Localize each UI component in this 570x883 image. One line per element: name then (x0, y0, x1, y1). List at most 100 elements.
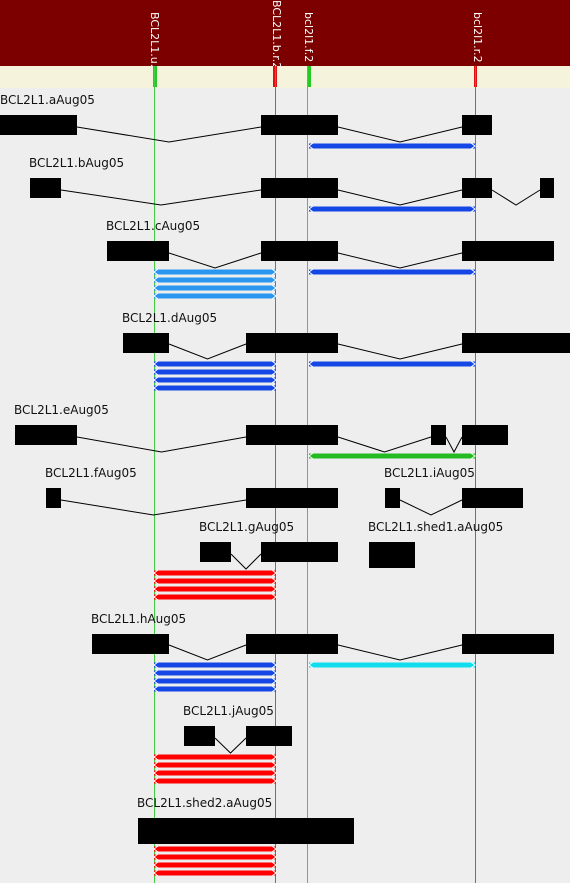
exon-e-3 (431, 425, 446, 445)
transcript-label-h[interactable]: BCL2L1.hAug05 (91, 612, 187, 626)
primer-position-ruler (0, 66, 570, 88)
amplicon-bar (154, 670, 276, 676)
amplicon-shed2-3 (153, 861, 277, 869)
exon-g-2 (261, 542, 338, 562)
intron-c-1 (168, 252, 262, 269)
exon-f-1 (46, 488, 61, 508)
amplicon-start-arrow (153, 292, 159, 300)
amplicon-c-1 (153, 268, 277, 276)
amplicon-end-arrow (271, 869, 277, 877)
transcript-label-shed1[interactable]: BCL2L1.shed1.aAug05 (368, 520, 504, 534)
amplicon-bar (154, 570, 276, 576)
exon-d-1 (123, 333, 169, 353)
amplicon-end-arrow (271, 268, 277, 276)
amplicon-bar (154, 377, 276, 383)
amplicon-bar (154, 277, 276, 283)
primer-guide-r-2 (475, 66, 476, 883)
amplicon-d-4 (153, 384, 277, 392)
amplicon-end-arrow (271, 777, 277, 785)
exon-e-1 (15, 425, 77, 445)
intron-b-1 (60, 189, 262, 206)
amplicon-start-arrow (308, 360, 314, 368)
intron-a-1 (76, 126, 262, 143)
exon-i-1 (385, 488, 400, 508)
transcript-label-b[interactable]: BCL2L1.bAug05 (29, 156, 125, 170)
amplicon-start-arrow (153, 661, 159, 669)
amplicon-end-arrow (271, 669, 277, 677)
amplicon-bar (154, 586, 276, 592)
amplicon-bar (154, 846, 276, 852)
transcript-label-shed2[interactable]: BCL2L1.shed2.aAug05 (137, 796, 273, 810)
amplicon-start-arrow (153, 284, 159, 292)
amplicon-end-arrow (271, 753, 277, 761)
amplicon-c-3 (153, 284, 277, 292)
amplicon-bar (154, 686, 276, 692)
primer-guide-f-2 (307, 66, 308, 883)
intron-h-1 (168, 644, 247, 661)
amplicon-g-3 (153, 585, 277, 593)
amplicon-start-arrow (308, 661, 314, 669)
amplicon-bar (154, 762, 276, 768)
transcript-label-c[interactable]: BCL2L1.cAug05 (106, 219, 201, 233)
amplicon-start-arrow (153, 853, 159, 861)
exon-f-2 (246, 488, 338, 508)
exon-j-2 (246, 726, 292, 746)
amplicon-c-4 (153, 292, 277, 300)
transcript-label-i[interactable]: BCL2L1.iAug05 (384, 466, 475, 480)
amplicon-start-arrow (153, 384, 159, 392)
amplicon-h-1 (153, 661, 277, 669)
amplicon-c-2 (153, 276, 277, 284)
exon-e-2 (246, 425, 338, 445)
amplicon-end-arrow (271, 577, 277, 585)
transcript-label-a[interactable]: BCL2L1.aAug05 (0, 93, 95, 107)
exon-c-2 (261, 241, 338, 261)
transcript-label-d[interactable]: BCL2L1.dAug05 (122, 311, 218, 325)
amplicon-start-arrow (153, 368, 159, 376)
amplicon-end-arrow (271, 593, 277, 601)
exon-b-3 (462, 178, 492, 198)
amplicon-end-arrow (470, 661, 476, 669)
transcript-label-e[interactable]: BCL2L1.eAug05 (14, 403, 109, 417)
exon-h-1 (92, 634, 169, 654)
amplicon-start-arrow (153, 569, 159, 577)
amplicon-shed2-4 (153, 869, 277, 877)
amplicon-end-arrow (271, 585, 277, 593)
amplicon-g-1 (153, 569, 277, 577)
amplicon-end-arrow (271, 284, 277, 292)
exon-shed1-1 (369, 542, 415, 568)
amplicon-h-4 (153, 685, 277, 693)
amplicon-start-arrow (153, 276, 159, 284)
transcript-label-f[interactable]: BCL2L1.fAug05 (45, 466, 137, 480)
intron-e-1 (76, 436, 247, 453)
amplicon-end-arrow (271, 569, 277, 577)
intron-h-2 (337, 644, 463, 661)
amplicon-start-arrow (153, 869, 159, 877)
intron-c-2 (337, 252, 463, 269)
intron-f-1 (60, 499, 247, 516)
amplicon-bar (154, 578, 276, 584)
amplicon-end-arrow (271, 761, 277, 769)
amplicon-bar (154, 285, 276, 291)
amplicon-bar (154, 293, 276, 299)
intron-a-2 (337, 126, 463, 143)
amplicon-e-1 (308, 452, 476, 460)
amplicon-end-arrow (470, 360, 476, 368)
amplicon-end-arrow (271, 368, 277, 376)
amplicon-a-1 (308, 142, 476, 150)
exon-c-3 (462, 241, 554, 261)
amplicon-bar (309, 361, 475, 367)
amplicon-end-arrow (271, 360, 277, 368)
amplicon-bar (154, 385, 276, 391)
amplicon-bar (154, 870, 276, 876)
exon-d-2 (246, 333, 338, 353)
transcript-label-j[interactable]: BCL2L1.jAug05 (183, 704, 274, 718)
exon-a-2 (261, 115, 338, 135)
amplicon-start-arrow (153, 268, 159, 276)
amplicon-end-arrow (470, 452, 476, 460)
transcript-label-g[interactable]: BCL2L1.gAug05 (199, 520, 295, 534)
exon-b-2 (261, 178, 338, 198)
amplicon-j-3 (153, 769, 277, 777)
amplicon-end-arrow (271, 769, 277, 777)
amplicon-shed2-1 (153, 845, 277, 853)
